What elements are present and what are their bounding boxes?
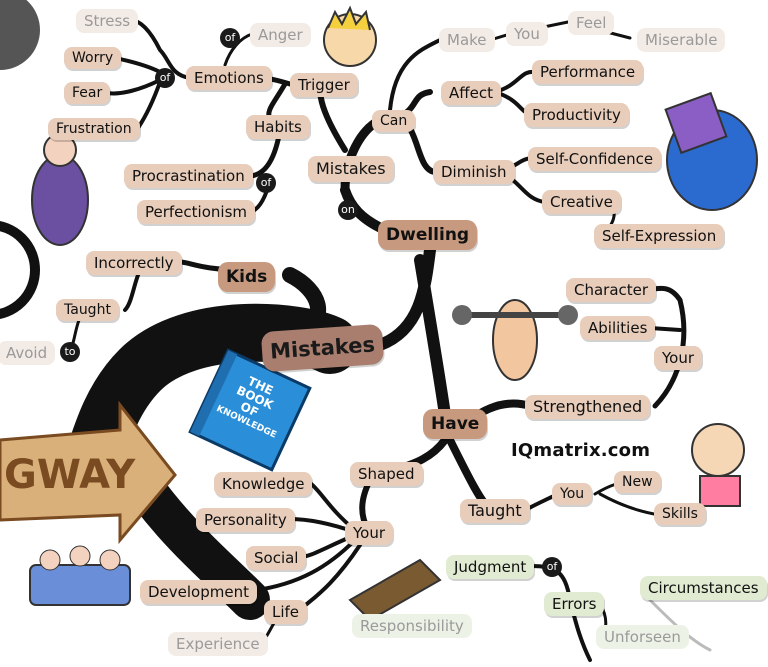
node-social[interactable]: Social	[246, 546, 307, 570]
connector-on: on	[338, 200, 358, 220]
node-errors[interactable]: Errors	[544, 592, 605, 616]
node-your-bottom[interactable]: Your	[345, 521, 394, 545]
node-your-right[interactable]: Your	[654, 346, 703, 370]
node-self-expression[interactable]: Self-Expression	[594, 224, 725, 248]
node-you-taught[interactable]: You	[552, 483, 593, 505]
topic-have[interactable]: Have	[423, 409, 488, 439]
node-character[interactable]: Character	[566, 278, 657, 302]
node-abilities[interactable]: Abilities	[580, 316, 656, 340]
sign-text: GWAY	[4, 452, 136, 498]
node-new[interactable]: New	[614, 471, 661, 493]
node-diminish[interactable]: Diminish	[433, 160, 515, 184]
node-skills[interactable]: Skills	[654, 503, 706, 525]
node-knowledge[interactable]: Knowledge	[214, 472, 313, 496]
node-productivity[interactable]: Productivity	[524, 103, 629, 127]
node-frustration[interactable]: Frustration	[48, 118, 140, 140]
node-performance[interactable]: Performance	[532, 60, 644, 84]
connector-of: of	[220, 28, 240, 48]
node-trigger[interactable]: Trigger	[290, 73, 358, 97]
node-affect[interactable]: Affect	[441, 81, 501, 105]
node-can[interactable]: Can	[372, 110, 416, 132]
topic-mistakes-sub[interactable]: Mistakes	[308, 156, 394, 182]
node-unforseen[interactable]: Unforseen	[596, 625, 689, 649]
node-make[interactable]: Make	[439, 28, 495, 52]
node-self-confidence[interactable]: Self-Confidence	[528, 147, 662, 171]
node-miserable[interactable]: Miserable	[637, 28, 726, 52]
node-worry[interactable]: Worry	[64, 47, 122, 69]
node-anger[interactable]: Anger	[250, 23, 311, 47]
node-taught-left[interactable]: Taught	[56, 299, 119, 321]
node-life[interactable]: Life	[264, 600, 308, 624]
connector-of: of	[155, 68, 175, 88]
node-fear[interactable]: Fear	[64, 82, 111, 104]
connector-to: to	[60, 342, 80, 362]
node-experience[interactable]: Experience	[168, 632, 268, 656]
node-circumstances[interactable]: Circumstances	[640, 576, 767, 600]
node-development[interactable]: Development	[140, 580, 257, 604]
connector-of: of	[256, 173, 276, 193]
node-you-feel[interactable]: You	[506, 22, 548, 46]
topic-kids[interactable]: Kids	[218, 262, 276, 292]
node-stress[interactable]: Stress	[76, 9, 139, 33]
node-habits[interactable]: Habits	[246, 115, 310, 139]
central-topic-mistakes[interactable]: Mistakes	[260, 323, 385, 373]
node-taught[interactable]: Taught	[460, 499, 530, 523]
website-url[interactable]: IQmatrix.com	[511, 440, 651, 461]
node-personality[interactable]: Personality	[196, 508, 295, 532]
node-shaped[interactable]: Shaped	[350, 462, 423, 486]
node-feel[interactable]: Feel	[568, 11, 615, 35]
node-procrastination[interactable]: Procrastination	[124, 164, 253, 188]
node-emotions[interactable]: Emotions	[186, 66, 272, 90]
node-creative[interactable]: Creative	[542, 190, 621, 214]
node-avoid[interactable]: Avoid	[0, 341, 56, 365]
connector-of: of	[542, 557, 562, 577]
topic-dwelling[interactable]: Dwelling	[378, 220, 478, 250]
node-perfectionism[interactable]: Perfectionism	[137, 200, 255, 224]
node-incorrectly[interactable]: Incorrectly	[86, 251, 182, 275]
node-strengthened[interactable]: Strengthened	[525, 395, 651, 419]
node-responsibility[interactable]: Responsibility	[352, 614, 472, 638]
node-judgment[interactable]: Judgment	[446, 555, 535, 579]
